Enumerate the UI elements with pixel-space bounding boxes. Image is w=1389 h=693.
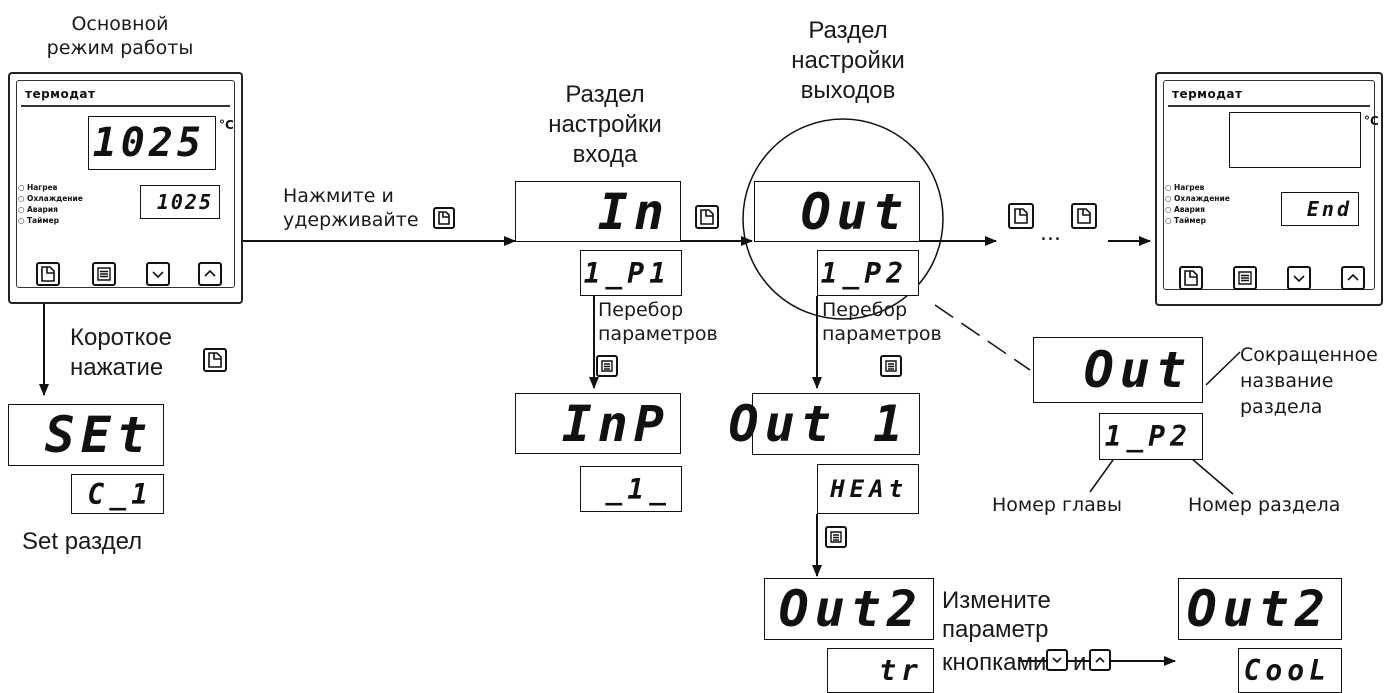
display-set: SEt [8, 404, 164, 466]
pointer-short-name [1205, 351, 1241, 386]
display-out: Out [754, 181, 920, 242]
page-button[interactable] [1179, 266, 1203, 290]
device-end-bottom-display: End [1281, 192, 1359, 226]
device-end-top-display [1229, 112, 1361, 168]
page-button[interactable] [36, 262, 60, 286]
display-set-sub: C_1 [71, 474, 164, 514]
unit-label: °C [1364, 114, 1379, 128]
label-press-hold: Нажмите и удерживайте [283, 185, 419, 231]
up-button-icon [204, 269, 216, 277]
page-button-icon [41, 266, 55, 282]
up-button[interactable] [198, 262, 222, 286]
up-button[interactable] [1341, 266, 1365, 290]
display-out2b-sub: CooL [1238, 648, 1342, 693]
zoom-circle [742, 118, 944, 320]
display-out1: Out 1 [728, 393, 920, 455]
indicator-list: Нагрев Охлаждение Авария Таймер [1165, 182, 1230, 226]
pointer-chapter [1089, 459, 1114, 493]
page-button-icon [203, 348, 227, 372]
display-in: In [515, 181, 681, 242]
page-button-icon [1184, 270, 1198, 286]
device-main: термодат 1025 °C 1025 Нагрев Охлаждение … [8, 72, 243, 304]
display-in-sub: 1_P1 [580, 250, 682, 296]
down-button[interactable] [146, 262, 170, 286]
display-inp-sub: _1_ [580, 466, 682, 512]
label-change-buttons: кнопками [942, 649, 1047, 676]
device-end: термодат °C End Нагрев Охлаждение Авария… [1155, 72, 1383, 306]
display-out2b: Out2 [1178, 578, 1342, 640]
unit-label: °C [219, 118, 234, 132]
label-and: и [1073, 649, 1087, 676]
zoom-leader [934, 304, 1031, 371]
legend-display-out: Out [1033, 337, 1203, 403]
display-out2-sub: tr [827, 648, 934, 693]
device-main-top-display: 1025 [88, 116, 216, 170]
page-button-icon [433, 207, 455, 229]
page-button-icon [1071, 203, 1097, 229]
device-brand: термодат [1172, 87, 1243, 101]
display-inp: InP [515, 393, 681, 454]
menu-button-icon [880, 355, 902, 377]
display-out-sub: 1_P2 [817, 250, 919, 296]
legend-display-sub: 1_P2 [1099, 413, 1203, 460]
up-button-icon [1089, 649, 1111, 671]
menu-button[interactable] [92, 262, 116, 286]
down-button-icon [1046, 649, 1068, 671]
down-button-icon [152, 271, 164, 279]
display-out2: Out2 [764, 578, 934, 640]
device-main-bottom-display: 1025 [140, 185, 220, 219]
label-section-number: Номер раздела [1188, 494, 1341, 516]
page-button-icon [695, 205, 719, 229]
label-set-section: Set раздел [22, 528, 143, 555]
menu-button-icon [1238, 271, 1252, 285]
display-out1-sub: HEAt [817, 464, 919, 514]
page-button-icon [1008, 203, 1034, 229]
menu-button-icon [825, 526, 847, 548]
label-ellipsis: ... [1040, 221, 1061, 246]
device-brand: термодат [25, 87, 96, 101]
down-button-icon [1293, 275, 1305, 283]
menu-button-icon [97, 267, 111, 281]
label-chapter-number: Номер главы [992, 494, 1123, 516]
menu-button-icon [596, 355, 618, 377]
indicator-list: Нагрев Охлаждение Авария Таймер [18, 182, 83, 226]
up-button-icon [1347, 273, 1359, 281]
menu-button[interactable] [1233, 266, 1257, 290]
down-button[interactable] [1287, 266, 1311, 290]
